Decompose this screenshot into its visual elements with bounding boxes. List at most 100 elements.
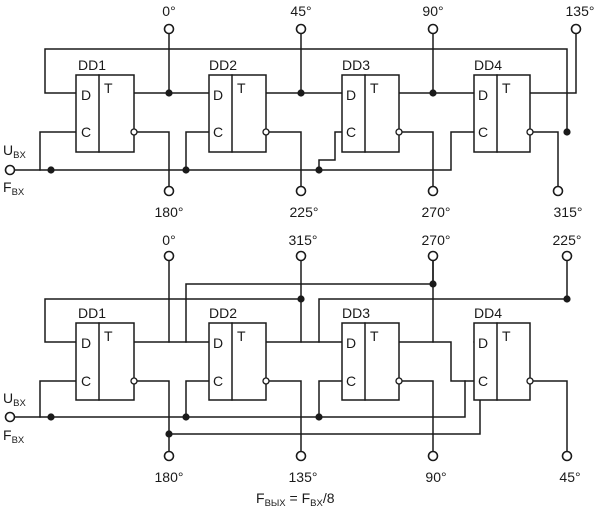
pin-t: T <box>502 328 511 344</box>
pin-c: C <box>213 373 223 389</box>
chip-dd2: DD2 D T C <box>208 305 270 401</box>
input-label-u: UBX <box>3 142 26 161</box>
top-wires <box>14 32 577 187</box>
output-terminal <box>427 23 439 35</box>
pin-t: T <box>502 80 511 96</box>
junction-dot <box>563 128 571 136</box>
output-terminal <box>561 250 573 262</box>
phase-label: 90° <box>422 3 443 19</box>
junction-dot <box>165 89 173 97</box>
pin-c: C <box>346 124 356 140</box>
chip-label: DD3 <box>342 57 370 73</box>
output-terminal <box>295 250 307 262</box>
junction-dot <box>297 89 305 97</box>
pin-c: C <box>478 124 488 140</box>
pin-t: T <box>237 80 246 96</box>
output-terminal <box>427 450 439 462</box>
output-terminal <box>163 185 175 197</box>
chip-label: DD1 <box>78 57 106 73</box>
pin-t: T <box>104 328 113 344</box>
top-junctions <box>47 89 571 174</box>
chip-dd4: DD4 D T C <box>473 57 534 153</box>
chip-label: DD1 <box>78 305 106 321</box>
pin-t: T <box>104 80 113 96</box>
inverted-output <box>130 128 138 136</box>
junction-dot <box>315 166 323 174</box>
bottom-circuit: DD1 D T C DD2 D T C DD3 D T C DD4 <box>3 232 581 485</box>
pin-c: C <box>346 373 356 389</box>
pin-d: D <box>213 87 223 103</box>
input-label-u: UBX <box>3 390 26 409</box>
chip-label: DD2 <box>209 305 237 321</box>
input-label-f: FBX <box>3 427 25 446</box>
phase-label: 180° <box>155 469 184 485</box>
inverted-output <box>526 377 534 385</box>
chip-label: DD4 <box>474 305 502 321</box>
input-terminal <box>4 411 16 423</box>
junction-dot <box>182 413 190 421</box>
inverted-output <box>526 128 534 136</box>
chip-label: DD3 <box>342 305 370 321</box>
output-terminal <box>427 250 439 262</box>
junction-dot <box>165 430 173 438</box>
phase-label: 135° <box>289 469 318 485</box>
phase-label: 45° <box>559 469 580 485</box>
inverted-output <box>262 128 270 136</box>
output-terminal <box>163 250 175 262</box>
chip-label: DD2 <box>209 57 237 73</box>
phase-label: 270° <box>422 232 451 248</box>
pin-t: T <box>370 80 379 96</box>
pin-c: C <box>213 124 223 140</box>
junction-dot <box>297 295 305 303</box>
output-terminal <box>163 23 175 35</box>
pin-d: D <box>346 335 356 351</box>
pin-t: T <box>370 328 379 344</box>
phase-label: 180° <box>155 204 184 220</box>
chip-dd3: DD3 D T C <box>341 57 403 153</box>
input-label-f: FBX <box>3 179 25 198</box>
inverted-output <box>395 128 403 136</box>
output-terminal <box>295 450 307 462</box>
junction-dot <box>563 295 571 303</box>
pin-d: D <box>478 335 488 351</box>
phase-label: 0° <box>162 3 175 19</box>
phase-label: 135° <box>566 3 595 19</box>
pin-c: C <box>81 373 91 389</box>
junction-dot <box>47 166 55 174</box>
bottom-terminals <box>4 250 573 462</box>
bottom-phase-labels: 0° 315° 270° 225° 180° 135° 90° 45° <box>155 232 582 485</box>
pin-d: D <box>81 87 91 103</box>
pin-c: C <box>81 124 91 140</box>
top-phase-labels: 0° 45° 90° 135° 180° 225° 270° 315° <box>155 3 595 220</box>
pin-t: T <box>237 328 246 344</box>
junction-dot <box>429 280 437 288</box>
junction-dot <box>182 166 190 174</box>
pin-d: D <box>478 87 488 103</box>
inverted-output <box>130 377 138 385</box>
output-terminal <box>295 185 307 197</box>
junction-dot <box>429 89 437 97</box>
junction-dot <box>47 413 55 421</box>
pin-d: D <box>346 87 356 103</box>
input-terminal <box>4 164 16 176</box>
phase-label: 315° <box>289 232 318 248</box>
output-terminal <box>552 185 564 197</box>
chip-dd4: DD4 D T C <box>473 305 534 401</box>
top-circuit: DD1 D T C DD2 D T C DD3 D T C DD4 <box>3 3 594 220</box>
output-terminal <box>570 23 582 35</box>
phase-label: 225° <box>553 232 582 248</box>
output-terminal <box>163 450 175 462</box>
chip-dd2: DD2 D T C <box>208 57 270 153</box>
junction-dot <box>315 413 323 421</box>
phase-label: 0° <box>162 232 175 248</box>
phase-label: 270° <box>422 204 451 220</box>
chip-label: DD4 <box>474 57 502 73</box>
output-terminal <box>295 23 307 35</box>
top-terminals <box>4 23 582 197</box>
pin-c: C <box>478 373 488 389</box>
inverted-output <box>262 377 270 385</box>
chip-dd3: DD3 D T C <box>341 305 403 401</box>
phase-label: 90° <box>425 469 446 485</box>
bottom-junctions <box>47 280 571 438</box>
